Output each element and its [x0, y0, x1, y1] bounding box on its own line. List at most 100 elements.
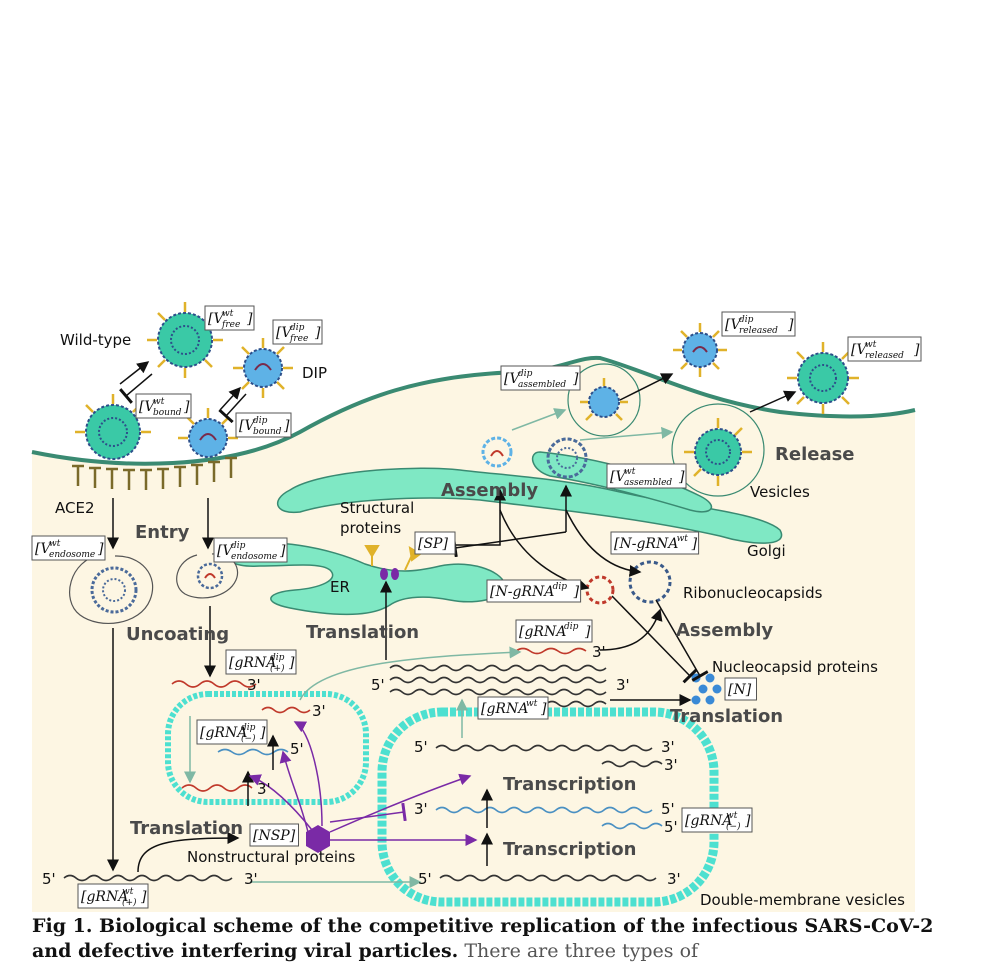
svg-text:3': 3' — [667, 870, 681, 888]
svg-text:5': 5' — [42, 870, 56, 888]
vesicle-dip — [567, 363, 641, 437]
rna-grna-plus-wt — [63, 874, 233, 882]
virion-dip-released — [673, 323, 727, 377]
svg-text:bound: bound — [153, 408, 182, 418]
rna-grna-minus-dip — [217, 748, 289, 756]
svg-text:[N]: [N] — [728, 682, 752, 698]
svg-text:wt: wt — [122, 887, 134, 897]
svg-text:dip: dip — [553, 582, 568, 592]
svg-text:[V: [V — [725, 317, 742, 333]
rna-dmv-bottom — [439, 874, 657, 882]
svg-text:[N-gRNA: [N-gRNA — [490, 584, 554, 600]
svg-text:(−): (−) — [726, 821, 741, 832]
svg-text:dip: dip — [231, 541, 246, 551]
svg-text:]: ] — [259, 725, 266, 741]
svg-text:wt: wt — [222, 309, 234, 319]
svg-text:wt: wt — [677, 534, 689, 544]
svg-text:[V: [V — [217, 543, 234, 559]
svg-text:wt: wt — [153, 397, 165, 407]
svg-text:5': 5' — [418, 870, 432, 888]
svg-text:3': 3' — [257, 780, 271, 798]
svg-text:3': 3' — [414, 800, 428, 818]
ribonucleocapsid-dip — [585, 575, 615, 605]
svg-text:[V: [V — [610, 469, 627, 485]
svg-text:]: ] — [246, 311, 253, 327]
label-translation-n: Translation — [670, 706, 783, 727]
svg-text:wt: wt — [526, 699, 538, 709]
label-entry: Entry — [135, 522, 190, 543]
svg-text:5': 5' — [664, 818, 678, 836]
label-ribonucleocapsids: Ribonucleocapsids — [683, 584, 823, 602]
var-nsp: [NSP] — [249, 823, 299, 847]
svg-text:free: free — [221, 320, 240, 330]
svg-text:(+): (+) — [270, 663, 285, 674]
svg-text:]: ] — [183, 399, 190, 415]
svg-text:assembled: assembled — [624, 478, 672, 488]
label-uncoating: Uncoating — [126, 624, 229, 645]
svg-text:dip: dip — [270, 653, 285, 663]
svg-text:assembled: assembled — [518, 380, 566, 390]
svg-text:[V: [V — [504, 371, 521, 387]
svg-text:wt: wt — [726, 811, 738, 821]
label-assembly-mid: Assembly — [676, 620, 773, 641]
caption-body: There are three types of — [464, 940, 699, 962]
svg-text:]: ] — [744, 813, 751, 829]
var-n: [N] — [724, 677, 757, 701]
svg-text:endosome: endosome — [231, 552, 277, 562]
label-nucleocapsid-proteins: Nucleocapsid proteins — [712, 658, 878, 676]
svg-text:[V: [V — [239, 418, 256, 434]
virion-wt-released — [787, 342, 859, 414]
nsp-hexagon — [306, 825, 330, 853]
svg-text:3': 3' — [661, 738, 675, 756]
svg-text:[V: [V — [35, 541, 52, 557]
endoplasmic-reticulum — [227, 542, 507, 616]
rna-grna-wt-cyto-3 — [389, 688, 607, 696]
svg-text:[gRNA: [gRNA — [481, 701, 528, 717]
svg-text:dip: dip — [253, 416, 268, 426]
svg-text:[V: [V — [139, 399, 156, 415]
svg-text:dip: dip — [290, 323, 305, 333]
svg-text:5': 5' — [414, 738, 428, 756]
dmv-dip — [165, 691, 369, 805]
label-transcription-1: Transcription — [503, 774, 636, 795]
virion-dip-bound — [178, 408, 238, 458]
svg-text:]: ] — [573, 584, 580, 600]
svg-text:]: ] — [913, 342, 920, 358]
rna-grna-dip-dmv-bottom — [181, 784, 253, 792]
svg-text:5': 5' — [290, 740, 304, 758]
svg-text:(+): (+) — [122, 897, 137, 908]
label-er: ER — [330, 578, 350, 596]
strand-ends: 3' 3' 5' 3' 3' 5' 3' 5' 3' 3' 3' 5' 5' 5… — [42, 643, 681, 888]
svg-text:free: free — [289, 334, 308, 344]
caption-lead: Fig 1. Biological scheme of the competit… — [32, 915, 934, 962]
svg-text:(−): (−) — [241, 733, 256, 744]
svg-text:[V: [V — [851, 342, 868, 358]
svg-text:endosome: endosome — [49, 550, 95, 560]
virion-dip-free — [233, 338, 293, 398]
svg-text:dip: dip — [564, 622, 579, 632]
svg-text:]: ] — [584, 624, 591, 640]
rna-dmv-top-short — [601, 760, 663, 768]
figure-caption: Fig 1. Biological scheme of the competit… — [32, 914, 972, 964]
svg-text:]: ] — [691, 536, 698, 552]
label-golgi: Golgi — [747, 542, 786, 560]
rna-grna-wt-cyto-2 — [389, 676, 607, 684]
rna-grna-dip-dmv-top — [261, 706, 311, 714]
ribonucleocapsid-wt — [628, 560, 672, 604]
label-ace2: ACE2 — [55, 499, 95, 517]
svg-text:[N-gRNA: [N-gRNA — [614, 536, 678, 552]
label-dip: DIP — [302, 364, 327, 382]
svg-text:released: released — [865, 351, 904, 361]
svg-text:]: ] — [678, 469, 685, 485]
variable-boxes: [Vwtfree][Vdipfree][Vwtbound][Vdipbound]… — [31, 305, 922, 909]
rna-dmv-top — [435, 744, 653, 752]
svg-text:bound: bound — [253, 427, 282, 437]
